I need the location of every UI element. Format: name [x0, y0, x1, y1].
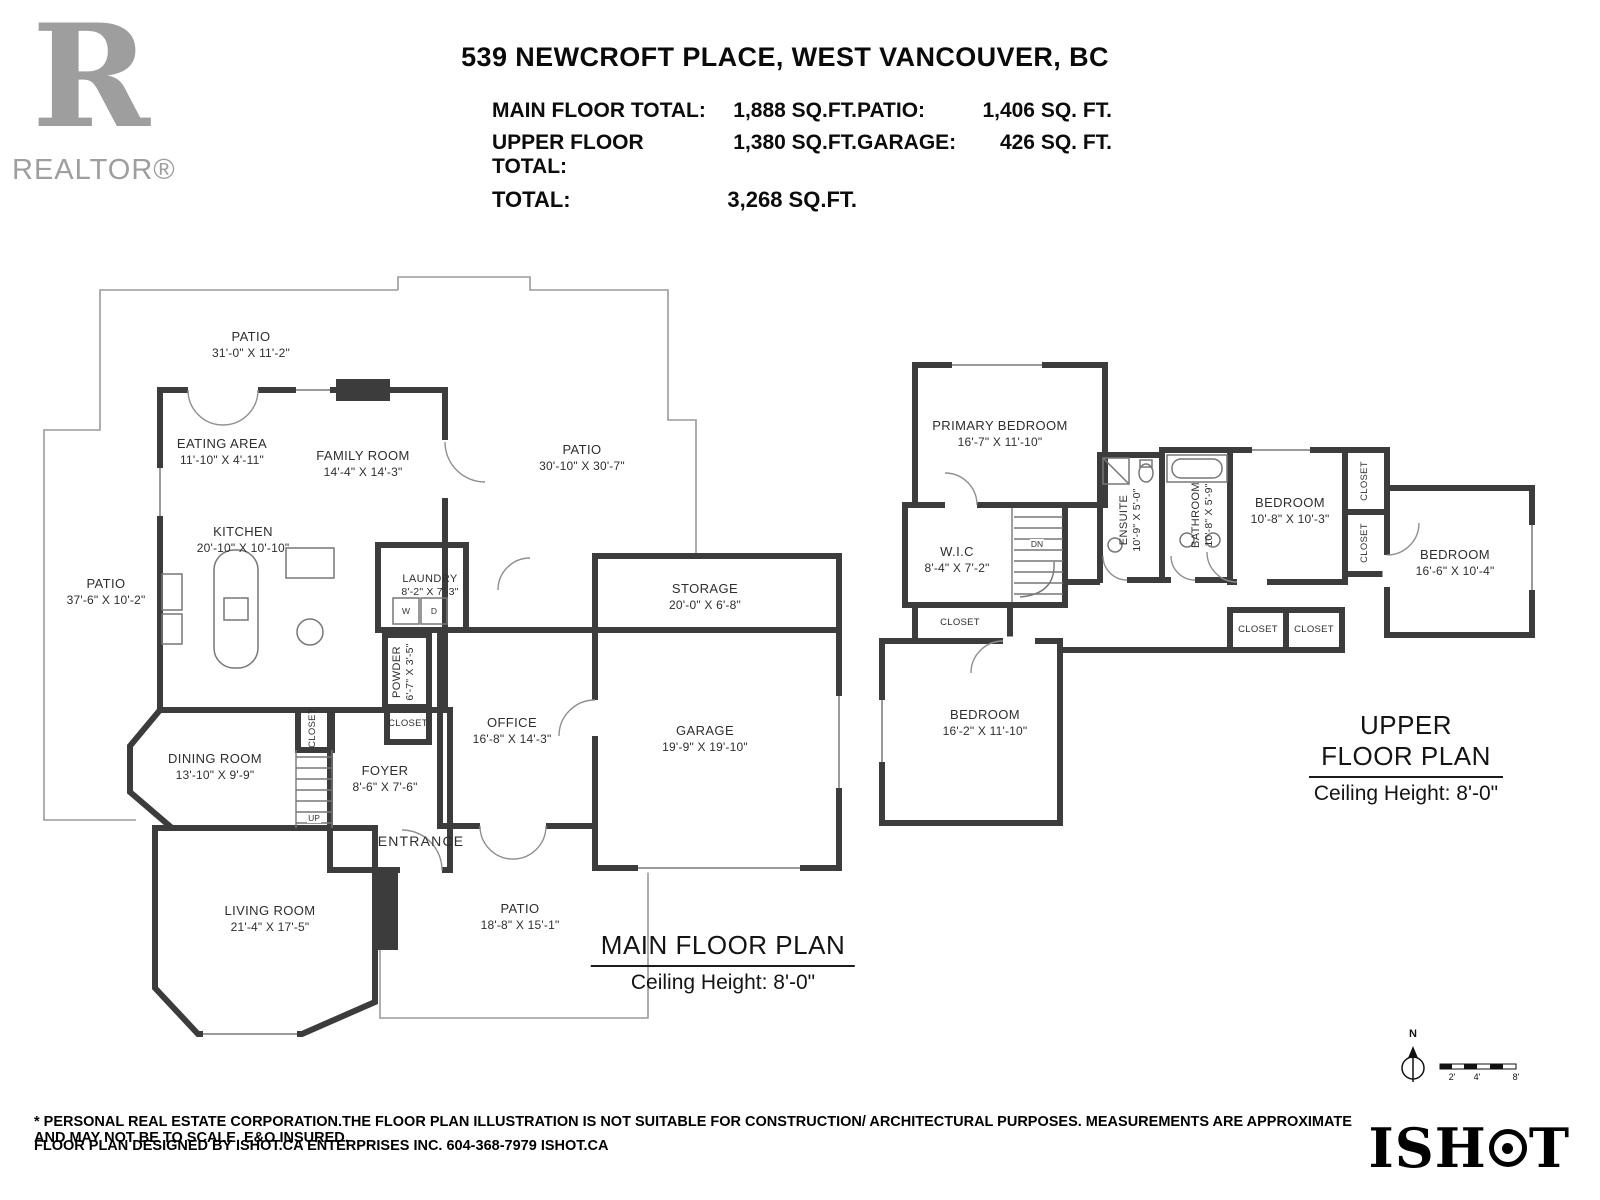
upper-floor-plan-title: UPPER FLOOR PLAN	[1309, 710, 1503, 778]
ishot-o-dot	[1502, 1142, 1514, 1154]
footer-credit: FLOOR PLAN DESIGNED BY ISHOT.CA ENTERPRI…	[34, 1138, 609, 1154]
washer-label: W	[400, 606, 412, 616]
room-label-living-room: LIVING ROOM 21'-4" X 17'-5"	[224, 902, 316, 934]
main-floor-door-arcs	[187, 389, 596, 871]
realtor-logo-text: REALTOR®	[12, 154, 176, 186]
upper-stairs	[1011, 508, 1063, 602]
ishot-logo-right: T	[1528, 1116, 1570, 1180]
room-label-dining-room: DINING ROOM 13'-10" X 9'-9"	[168, 750, 262, 782]
page-title: 539 NEWCROFT PLACE, WEST VANCOUVER, BC	[461, 42, 1109, 72]
stat-value	[962, 187, 1112, 213]
footer-disclaimer: * PERSONAL REAL ESTATE CORPORATION.THE F…	[34, 1114, 1352, 1146]
room-label-closet-hall: CLOSET	[388, 717, 428, 729]
main-floor-window-glass	[159, 389, 840, 1035]
room-label-primary-bedroom: PRIMARY BEDROOM 16'-7" X 11'-10"	[932, 417, 1068, 449]
room-label-closet-hall-1: CLOSET	[1238, 623, 1278, 635]
scale-bar	[1439, 1063, 1517, 1070]
upper-floor-window-glass	[881, 364, 1533, 762]
room-label-patio-top: PATIO 31'-0" X 11'-2"	[212, 328, 290, 360]
room-label-entrance: ENTRANCE	[377, 832, 465, 849]
scale-label-2: 2'	[1448, 1072, 1456, 1082]
stat-value: 426 SQ. FT.	[999, 131, 1112, 154]
room-label-foyer: FOYER 8'-6" X 7'-6"	[352, 762, 418, 794]
room-label-bedroom-right: BEDROOM 16'-6" X 10'-4"	[1415, 546, 1495, 578]
realtor-logo: R REALTOR®	[12, 6, 192, 187]
stat-label: GARAGE:	[857, 131, 957, 154]
upper-floor-plan-heading: UPPER FLOOR PLAN Ceiling Height: 8'-0"	[1309, 710, 1503, 806]
stat-label: UPPER FLOOR TOTAL:	[492, 131, 644, 178]
main-floor-ceiling-height: Ceiling Height: 8'-0"	[630, 971, 816, 994]
room-label-closet-right-1: CLOSET	[1358, 461, 1370, 501]
main-floor-plan-heading: MAIN FLOOR PLAN Ceiling Height: 8'-0"	[590, 930, 856, 995]
stat-label-total: TOTAL:	[492, 187, 571, 212]
stat-value-total: 3,268 SQ.FT.	[727, 187, 857, 212]
room-label-eating-area: EATING AREA 11'-10" X 4'-11"	[176, 435, 268, 467]
room-label-kitchen: KITCHEN 20'-10" X 10'-10"	[196, 523, 290, 555]
scale-label-4: 4'	[1473, 1072, 1481, 1082]
main-floor-plan-title: MAIN FLOOR PLAN	[590, 930, 856, 967]
room-label-laundry: LAUNDRY 8'-2" X 7'-3"	[401, 573, 459, 599]
room-label-closet-wic: CLOSET	[940, 616, 980, 628]
scale-label-8: 8'	[1512, 1072, 1520, 1082]
room-label-garage: GARAGE 19'-9" X 19'-10"	[662, 722, 748, 754]
room-label-bathroom: BATHROOM 10'-8" X 5'-9"	[1190, 482, 1216, 548]
compass-north-label: N	[1409, 1028, 1417, 1040]
main-stairs	[295, 750, 333, 828]
realtor-logo-r: R	[32, 0, 151, 160]
header-stats: MAIN FLOOR TOTAL: 1,888 SQ.FT. PATIO: 1,…	[492, 99, 1112, 213]
upper-floor-door-arcs	[944, 472, 1420, 674]
stairs-dn-label: DN	[1029, 539, 1045, 549]
room-label-bedroom-middle: BEDROOM 10'-8" X 10'-3"	[1250, 494, 1330, 526]
ishot-logo: ISH T	[1369, 1116, 1570, 1180]
stat-label: PATIO:	[857, 99, 926, 122]
upper-floor-ceiling-height: Ceiling Height: 8'-0"	[1313, 782, 1499, 805]
room-label-closet-right-2: CLOSET	[1358, 523, 1370, 563]
stat-value: 1,406 SQ. FT.	[982, 99, 1112, 122]
room-label-storage: STORAGE 20'-0" X 6'-8"	[669, 580, 741, 612]
room-label-closet-stairs: CLOSET	[306, 708, 318, 748]
compass-arrowhead	[1408, 1046, 1418, 1058]
room-label-patio-left: PATIO 37'-6" X 10'-2"	[66, 575, 146, 607]
room-label-patio-bottom: PATIO 18'-8" X 15'-1"	[480, 900, 560, 932]
room-label-family-room: FAMILY ROOM 14'-4" X 14'-3"	[316, 447, 410, 479]
stairs-up-label: UP	[307, 813, 321, 823]
stat-value: 1,380 SQ.FT.	[733, 131, 857, 154]
room-label-patio-right: PATIO 30'-10" X 30'-7"	[539, 441, 625, 473]
kitchen-fixtures	[161, 547, 448, 669]
room-label-ensuite: ENSUITE 10'-9" X 5'-0"	[1118, 488, 1144, 552]
room-label-bedroom-lower: BEDROOM 16'-2" X 11'-10"	[942, 706, 1028, 738]
room-label-closet-hall-2: CLOSET	[1294, 623, 1334, 635]
bath-fixtures	[1102, 454, 1228, 553]
dryer-label: D	[429, 606, 439, 616]
room-label-office: OFFICE 16'-8" X 14'-3"	[472, 714, 552, 746]
room-label-wic: W.I.C 8'-4" X 7'-2"	[924, 543, 990, 575]
room-label-powder: POWDER 6'-7" X 3'-5"	[391, 643, 417, 701]
stat-value: 1,888 SQ.FT.	[733, 99, 857, 122]
main-floor-solids	[336, 379, 398, 950]
stat-label: MAIN FLOOR TOTAL:	[492, 99, 706, 122]
ishot-o-icon	[1488, 1129, 1527, 1167]
ishot-logo-left: ISH	[1368, 1116, 1487, 1180]
stat-label	[857, 187, 962, 213]
